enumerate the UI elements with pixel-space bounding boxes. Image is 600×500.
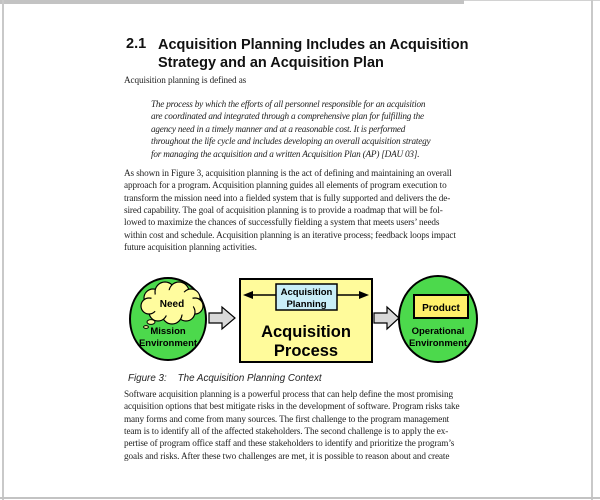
text-line: sired capability. The goal of acquisitio… (124, 205, 443, 216)
text-line: are coordinated and integrated through a… (151, 111, 424, 122)
figure-caption-label: Figure 3: (128, 373, 167, 384)
page-edge-left (2, 0, 4, 500)
process-label-line2: Process (274, 342, 338, 360)
figure-caption: Figure 3: The Acquisition Planning Contex… (128, 373, 322, 384)
text-line: throughout the life cycle and includes d… (151, 136, 431, 147)
section-number: 2.1 (126, 36, 147, 52)
intro-paragraph: Acquisition planning is defined as (124, 74, 246, 86)
text-line: acquisition options that best mitigate r… (124, 401, 460, 412)
page-edge-right (591, 0, 593, 500)
product-box (413, 294, 469, 319)
planning-label-line2: Planning (286, 299, 326, 310)
text-line: within cost and schedule. Acquisition pl… (124, 229, 456, 240)
intro-text: Acquisition planning is defined as (124, 75, 247, 85)
text-line: Strategy and an Acquisition Plan (158, 55, 384, 71)
body-paragraph-1: As shown in Figure 3, acquisition planni… (124, 167, 456, 253)
flow-arrow-right-icon (373, 305, 400, 331)
text-line: agency need in a timely manner and at a … (151, 123, 406, 134)
product-label: Product (422, 303, 460, 314)
operational-label-line2: Environment (409, 338, 468, 349)
text-line: many forms and come from many sources. T… (124, 413, 450, 424)
operational-label-line1: Operational (412, 326, 465, 337)
acquisition-planning-box (275, 283, 338, 311)
figure-caption-title: The Acquisition Planning Context (177, 373, 322, 384)
need-cloud (140, 281, 204, 329)
page-edge-top-strip (0, 0, 464, 4)
text-line: team is to identify all of the affected … (124, 426, 449, 437)
page-edge-bottom (0, 497, 600, 499)
text-line: transform the mission need into a fielde… (124, 192, 451, 203)
text-line: lowed to maximize the chances of success… (124, 217, 440, 228)
text-line: future acquisition planning activities. (124, 242, 257, 253)
need-label: Need (160, 299, 184, 310)
planning-label-line1: Acquisition (281, 287, 333, 298)
text-line: Acquisition Planning Includes an Acquisi… (158, 37, 469, 53)
section-title: Acquisition Planning Includes an Acquisi… (158, 36, 518, 72)
text-line: for managing the acquisition and a writt… (151, 148, 420, 159)
text-line: pertise of program office staff and thes… (124, 438, 455, 449)
text-line: approach for a program. Acquisition plan… (124, 180, 447, 191)
text-line: As shown in Figure 3, acquisition planni… (124, 168, 452, 178)
flow-arrow-left-icon (208, 305, 236, 331)
mission-label-line1: Mission (150, 326, 186, 337)
text-line: The process by which the efforts of all … (151, 99, 426, 109)
definition-quote: The process by which the efforts of all … (151, 98, 431, 160)
figure-diagram: Need Mission Environment Acquisition Pla… (129, 275, 478, 363)
acquisition-process-box (239, 278, 373, 363)
text-line: Software acquisition planning is a power… (124, 389, 453, 399)
mission-label-line2: Environment (139, 338, 198, 349)
process-label-line1: Acquisition (261, 323, 351, 341)
text-line: goals and risks. After these two challen… (124, 450, 450, 461)
body-paragraph-2: Software acquisition planning is a power… (124, 388, 460, 462)
